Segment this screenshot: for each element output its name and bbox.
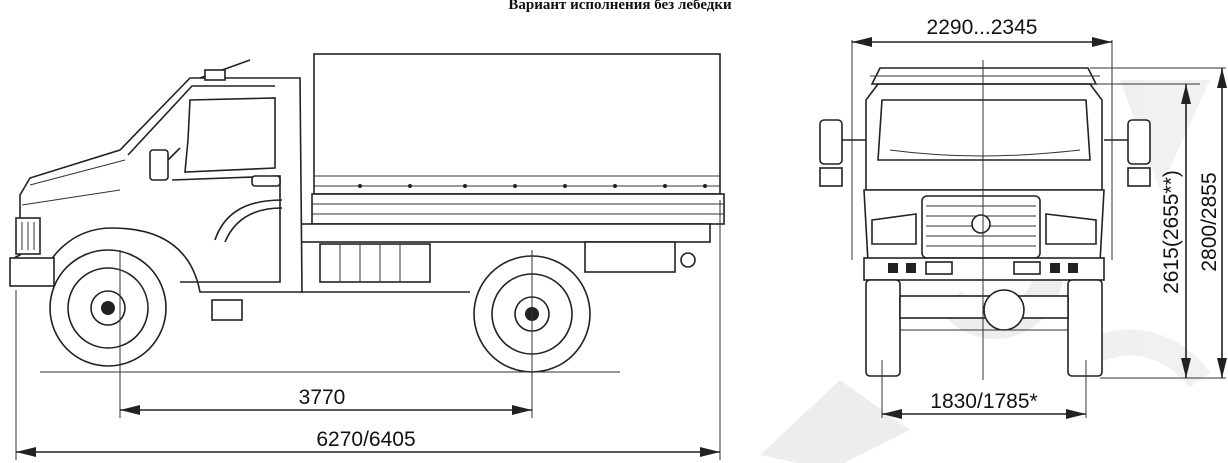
front-wheel-icon [49,249,167,367]
drawing-title: Вариант исполнения без лебедки [508,0,732,13]
wheelbase-label: 3770 [299,386,346,409]
brand-emblem-icon [971,214,991,234]
side-board [311,193,725,225]
right-mirror [1127,119,1151,165]
fuel-tank [319,243,431,283]
cab-step [211,299,243,321]
front-bumper [9,257,55,287]
chassis-frame [299,223,711,243]
front-left-tire [865,279,901,377]
side-view-truck [9,53,725,373]
rear-equipment [584,241,676,273]
side-dimensions [15,200,721,460]
front-view-truck [819,67,1151,377]
left-mirror [819,119,843,165]
front-dimensions [851,37,1227,419]
total-height-label: 2800/2855 [1198,172,1221,271]
cargo-tarp [313,53,721,195]
left-headlight [871,213,917,245]
side-mirror [149,149,169,181]
right-headlight [1045,213,1097,245]
cab-height-label: 2615(2655**) [1160,170,1183,294]
front-right-tire [1067,279,1103,377]
overall-length-label: 6270/6405 [316,428,415,451]
front-windshield [877,99,1091,161]
cab-side-window [184,97,276,173]
front-bumper-view [863,257,1105,281]
differential [983,289,1025,331]
overall-width-label: 2290...2345 [927,16,1038,39]
track-width-label: 1830/1785* [930,390,1037,413]
